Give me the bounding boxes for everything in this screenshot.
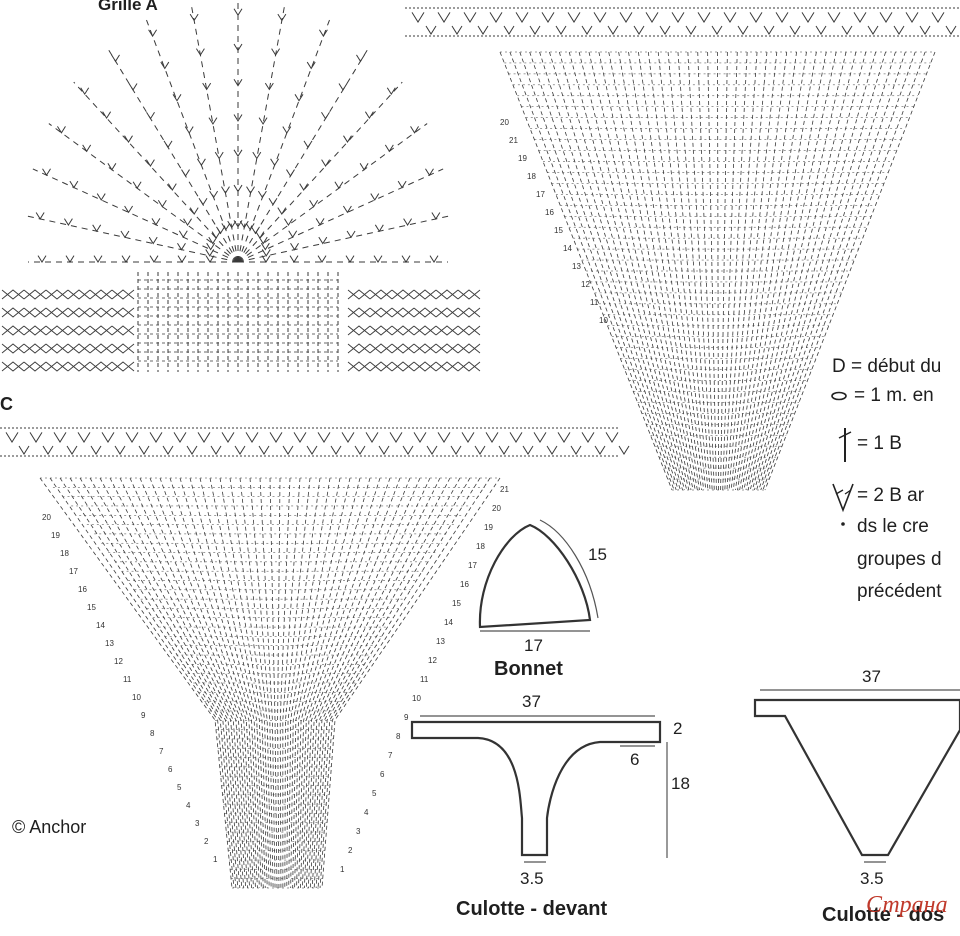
culotte-dos-schematic — [753, 689, 960, 863]
svg-text:16: 16 — [545, 208, 554, 217]
svg-text:1: 1 — [213, 855, 218, 864]
svg-text:9: 9 — [404, 713, 409, 722]
culotte-devant-band: 2 — [673, 719, 683, 738]
legend-start: D = début du — [832, 356, 942, 377]
grid-c-chart: 2019181716151413121110987654321212019181… — [0, 427, 630, 889]
svg-text:21: 21 — [500, 485, 509, 494]
svg-text:17: 17 — [69, 567, 78, 576]
culotte-devant-label: Culotte - devant — [456, 898, 608, 920]
svg-text:8: 8 — [396, 732, 401, 741]
svg-text:12: 12 — [581, 280, 590, 289]
svg-text:17: 17 — [468, 561, 477, 570]
svg-text:2: 2 — [204, 837, 209, 846]
legend-two-double-2: ds le cre — [857, 516, 929, 537]
svg-text:14: 14 — [563, 244, 572, 253]
legend-two-double-3: groupes d — [857, 549, 942, 570]
svg-text:7: 7 — [388, 751, 393, 760]
culotte-devant-schematic — [410, 715, 668, 863]
svg-text:10: 10 — [132, 693, 141, 702]
svg-text:18: 18 — [527, 172, 536, 181]
svg-text:21: 21 — [509, 136, 518, 145]
grid-c-letter: C — [0, 394, 13, 414]
bonnet-base-dimension: 17 — [524, 636, 543, 655]
svg-text:7: 7 — [159, 747, 164, 756]
legend-chain: = 1 m. en — [854, 385, 934, 406]
bonnet-label: Bonnet — [494, 658, 563, 680]
svg-text:5: 5 — [177, 783, 182, 792]
svg-text:4: 4 — [364, 808, 369, 817]
svg-text:17: 17 — [536, 190, 545, 199]
culotte-dos-label: Culotte - dos — [822, 904, 945, 926]
svg-text:3: 3 — [356, 827, 361, 836]
svg-text:4: 4 — [186, 801, 191, 810]
svg-text:18: 18 — [60, 549, 69, 558]
legend-symbols — [831, 391, 854, 526]
bonnet-schematic — [478, 519, 599, 632]
svg-text:6: 6 — [168, 765, 173, 774]
svg-text:16: 16 — [78, 585, 87, 594]
watermark: Страна — [866, 892, 948, 918]
svg-text:19: 19 — [484, 523, 493, 532]
culotte-dos-bottom: 3.5 — [860, 869, 884, 888]
svg-text:6: 6 — [380, 770, 385, 779]
svg-text:15: 15 — [87, 603, 96, 612]
svg-text:12: 12 — [428, 656, 437, 665]
svg-text:19: 19 — [51, 531, 60, 540]
legend-two-double-4: précédent — [857, 581, 942, 602]
culotte-devant-bottom: 3.5 — [520, 869, 544, 888]
svg-text:13: 13 — [105, 639, 114, 648]
culotte-devant-inset: 6 — [630, 750, 640, 769]
bonnet-side-dimension: 15 — [588, 545, 607, 564]
svg-text:9: 9 — [141, 711, 146, 720]
culotte-devant-height: 18 — [671, 774, 690, 793]
svg-text:10: 10 — [599, 316, 608, 325]
svg-text:8: 8 — [150, 729, 155, 738]
svg-text:19: 19 — [518, 154, 527, 163]
svg-text:20: 20 — [42, 513, 51, 522]
svg-text:14: 14 — [96, 621, 105, 630]
svg-text:13: 13 — [572, 262, 581, 271]
svg-text:11: 11 — [420, 675, 429, 684]
svg-text:14: 14 — [444, 618, 453, 627]
copyright-anchor: © Anchor — [12, 817, 87, 837]
culotte-dos-width: 37 — [862, 667, 881, 686]
legend-two-double: = 2 B ar — [857, 485, 925, 506]
svg-text:20: 20 — [492, 504, 501, 513]
svg-text:20: 20 — [500, 118, 509, 127]
svg-text:18: 18 — [476, 542, 485, 551]
svg-text:5: 5 — [372, 789, 377, 798]
svg-text:12: 12 — [114, 657, 123, 666]
legend-double: = 1 B — [857, 433, 902, 454]
svg-text:11: 11 — [123, 675, 132, 684]
svg-text:15: 15 — [452, 599, 461, 608]
svg-text:15: 15 — [554, 226, 563, 235]
svg-text:16: 16 — [460, 580, 469, 589]
grid-a-title: Grille A — [98, 0, 158, 14]
svg-text:13: 13 — [436, 637, 445, 646]
svg-text:1: 1 — [340, 865, 345, 874]
culotte-devant-width: 37 — [522, 692, 541, 711]
grid-a-chart — [1, 0, 481, 372]
svg-text:2: 2 — [348, 846, 353, 855]
svg-text:3: 3 — [195, 819, 200, 828]
svg-text:11: 11 — [590, 298, 599, 307]
svg-text:10: 10 — [412, 694, 421, 703]
